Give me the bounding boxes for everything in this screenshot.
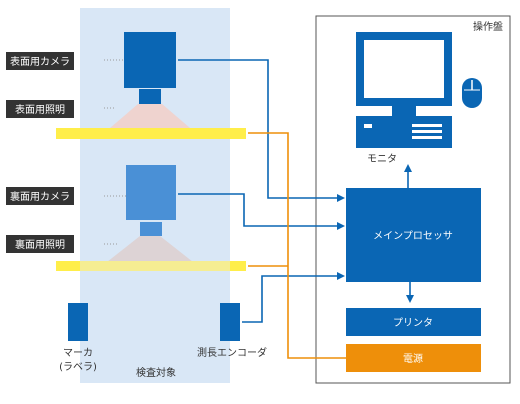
inspection-target-label: 検査対象 [136,366,176,379]
front-camera-signal-line [178,59,338,199]
front-camera-body [124,32,176,88]
back-camera-signal-arrow [337,222,345,230]
mouse-icon [462,78,482,108]
back-light-cone [107,236,193,262]
console-frame [315,15,511,384]
back-camera-label-bg [6,187,74,205]
processor-to-monitor-arrow [404,164,412,172]
encoder-signal-arrow [337,272,345,280]
back-camera-label: 裏面用カメラ [10,190,70,203]
front-light-cone [110,104,190,128]
power-label: 電源 [403,352,423,365]
front-camera-lens [139,89,161,104]
marker-label-line2: (ラベラ) [59,361,97,373]
front-camera-label: 表面用カメラ [10,55,70,68]
back-light-bar-overlap [80,261,230,271]
front-camera-label-bg [6,52,74,70]
encoder-label: 測長エンコーダ [197,346,267,359]
monitor-label: モニタ [367,153,397,165]
front-light-label: 表面用照明 [15,103,65,116]
back-camera-body [126,165,176,220]
main-processor-label: メインプロセッサ [373,230,453,242]
monitor-icon [356,32,452,148]
marker-label-line1: マーカ [63,347,93,359]
back-camera-lens [140,222,162,236]
power-box [346,344,481,372]
front-light-label-bg [6,100,74,118]
console-label: 操作盤 [473,20,503,33]
encoder-body [220,303,240,341]
front-light-power-line [248,132,346,359]
printer-label: プリンタ [393,317,433,329]
front-light-bar [56,128,246,139]
main-processor-box [346,188,481,282]
back-light-label-bg [6,235,74,253]
printer-box [346,308,481,336]
marker-body [68,303,88,341]
encoder-signal-line [242,275,338,323]
back-light-label: 裏面用照明 [15,238,65,251]
front-camera-signal-arrow [337,194,345,202]
processor-to-printer-arrow [406,295,414,303]
back-camera-signal-line [178,193,338,227]
